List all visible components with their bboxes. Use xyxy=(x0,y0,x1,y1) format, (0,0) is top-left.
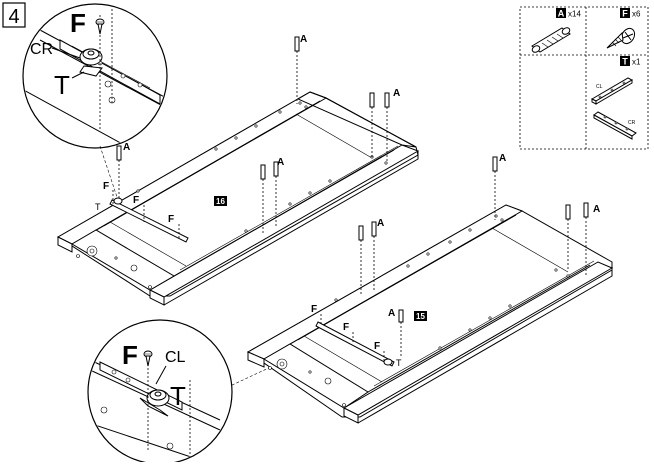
callout-top-letter-t: T xyxy=(54,70,70,100)
svg-text:A: A xyxy=(277,157,284,168)
svg-text:A: A xyxy=(593,204,600,215)
plate-mark-left: CL xyxy=(596,84,603,90)
panel-15-id: 15 xyxy=(416,312,425,321)
dowel-a-6: A xyxy=(565,202,600,276)
screw-f-1: F xyxy=(103,181,114,205)
part-a-qty: x14 xyxy=(568,10,581,19)
callout-bottom-letter-cl: CL xyxy=(165,349,186,366)
parts-legend: A x14 F x6 xyxy=(519,6,649,150)
part-f: F x6 xyxy=(606,8,641,49)
svg-text:F: F xyxy=(133,195,139,206)
panel-15-plate-label: T xyxy=(396,358,402,368)
svg-text:A: A xyxy=(123,142,130,153)
screw-f-4: F xyxy=(311,304,322,326)
part-t: T x1 CL CR xyxy=(590,56,641,140)
dowel-a-8: A xyxy=(388,308,404,356)
step-number: 4 xyxy=(8,6,19,28)
panel-16-dowel-label: A xyxy=(300,34,307,45)
detail-callout-bottom: F CL T xyxy=(87,319,233,465)
panel-16-plate-label: T xyxy=(95,202,101,212)
detail-callout-top: F CR T xyxy=(22,3,168,149)
panel-16: 16 T F F F A A xyxy=(56,34,420,306)
svg-text:A: A xyxy=(393,88,400,99)
screw-icon xyxy=(95,18,105,35)
dowel-a-7: A xyxy=(358,218,384,296)
panel-15-dowel-label: A xyxy=(499,153,506,164)
screw-f-2: F xyxy=(133,195,145,222)
part-t-letter: T xyxy=(622,57,628,67)
screw-f-6: F xyxy=(374,341,385,362)
part-f-qty: x6 xyxy=(632,10,641,19)
screw-f-5: F xyxy=(343,322,354,344)
dowel-a-4: A xyxy=(260,157,284,234)
screw-f-3: F xyxy=(168,214,180,240)
panel-15-screw-label: F xyxy=(311,304,317,315)
dowel-a-2: A xyxy=(369,88,400,163)
step-number-box: 4 xyxy=(2,2,26,28)
part-a: A x14 xyxy=(531,8,581,53)
part-a-letter: A xyxy=(558,9,565,19)
plate-mark-right: CR xyxy=(628,120,636,126)
svg-text:A: A xyxy=(377,218,384,229)
screw-icon xyxy=(143,350,153,367)
svg-text:A: A xyxy=(388,308,395,319)
svg-text:F: F xyxy=(168,214,174,225)
dowel-a-3: A xyxy=(116,142,130,200)
svg-text:F: F xyxy=(343,322,349,333)
connector-plate-icon: CL CR xyxy=(590,77,637,140)
part-t-qty: x1 xyxy=(632,58,641,67)
panel-15: 15 T F F F A A xyxy=(246,153,614,424)
panel-16-screw-label: F xyxy=(103,181,109,192)
callout-bottom-letter-t: T xyxy=(170,381,186,411)
callout-top-letter-f: F xyxy=(70,8,86,38)
dowel-icon xyxy=(531,27,571,53)
panel-16-id: 16 xyxy=(216,197,225,206)
svg-text:F: F xyxy=(374,341,380,352)
callout-bottom-letter-f: F xyxy=(122,340,138,370)
callout-top-letter-cr: CR xyxy=(30,41,53,58)
part-f-letter: F xyxy=(622,9,628,19)
dowel-a-5: A xyxy=(492,153,506,220)
screw-icon xyxy=(606,27,636,49)
dowel-a-1: A xyxy=(294,34,307,104)
